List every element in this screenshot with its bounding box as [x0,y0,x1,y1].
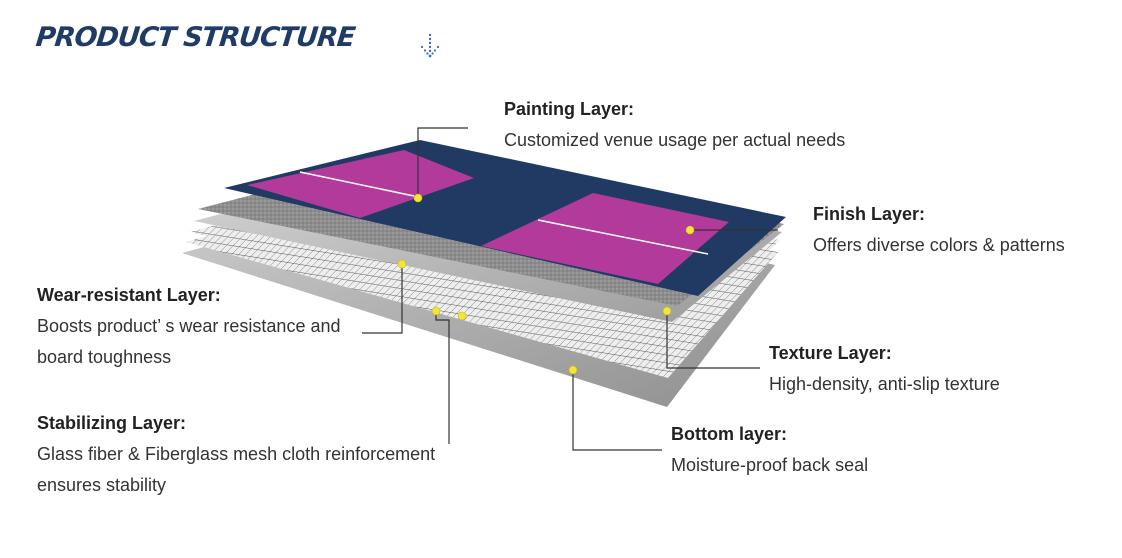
stabilizing-dot-1 [431,306,441,316]
bottom-dot [568,365,578,375]
court-pink-right [481,193,729,284]
texture-layer-desc: High-density, anti-slip texture [769,374,1000,394]
finish-layer-title: Finish Layer: [813,204,926,224]
painting-layer-title: Painting Layer: [504,99,635,119]
texture-dot [662,306,672,316]
painting-layer-label: Painting Layer: Customized venue usage p… [504,94,845,156]
wear-layer-label: Wear-resistant Layer: Boosts product’ s … [37,280,341,373]
leader-lines [362,127,778,451]
bottom-layer-label: Bottom layer: Moisture-proof back seal [671,419,868,481]
arrow-down-icon [420,33,440,58]
wear-layer-desc-line2: board toughness [37,347,172,367]
finish-layer-desc: Offers diverse colors & patterns [813,235,1065,255]
finish-dot [685,225,695,235]
bottom-layer-title: Bottom layer: [671,424,788,444]
painting-layer-desc: Customized venue usage per actual needs [504,130,846,150]
wear-dot [397,259,407,269]
bottom-layer-desc: Moisture-proof back seal [671,455,869,475]
stabilizing-layer-desc-line2: ensures stability [37,475,167,495]
stabilizing-dot-2 [457,311,467,321]
stabilizing-layer-desc-line1: Glass fiber & Fiberglass mesh cloth rein… [37,444,436,464]
stabilizing-layer-title: Stabilizing Layer: [37,413,187,433]
finish-layer-label: Finish Layer: Offers diverse colors & pa… [813,199,1065,261]
wear-layer-desc-line1: Boosts product’ s wear resistance and [37,316,341,336]
wear-layer-title: Wear-resistant Layer: [37,285,221,305]
stabilizing-layer-label: Stabilizing Layer: Glass fiber & Fibergl… [37,408,435,501]
texture-layer-title: Texture Layer: [769,343,892,363]
texture-layer-label: Texture Layer: High-density, anti-slip t… [769,338,1000,400]
painting-dot [413,193,423,203]
